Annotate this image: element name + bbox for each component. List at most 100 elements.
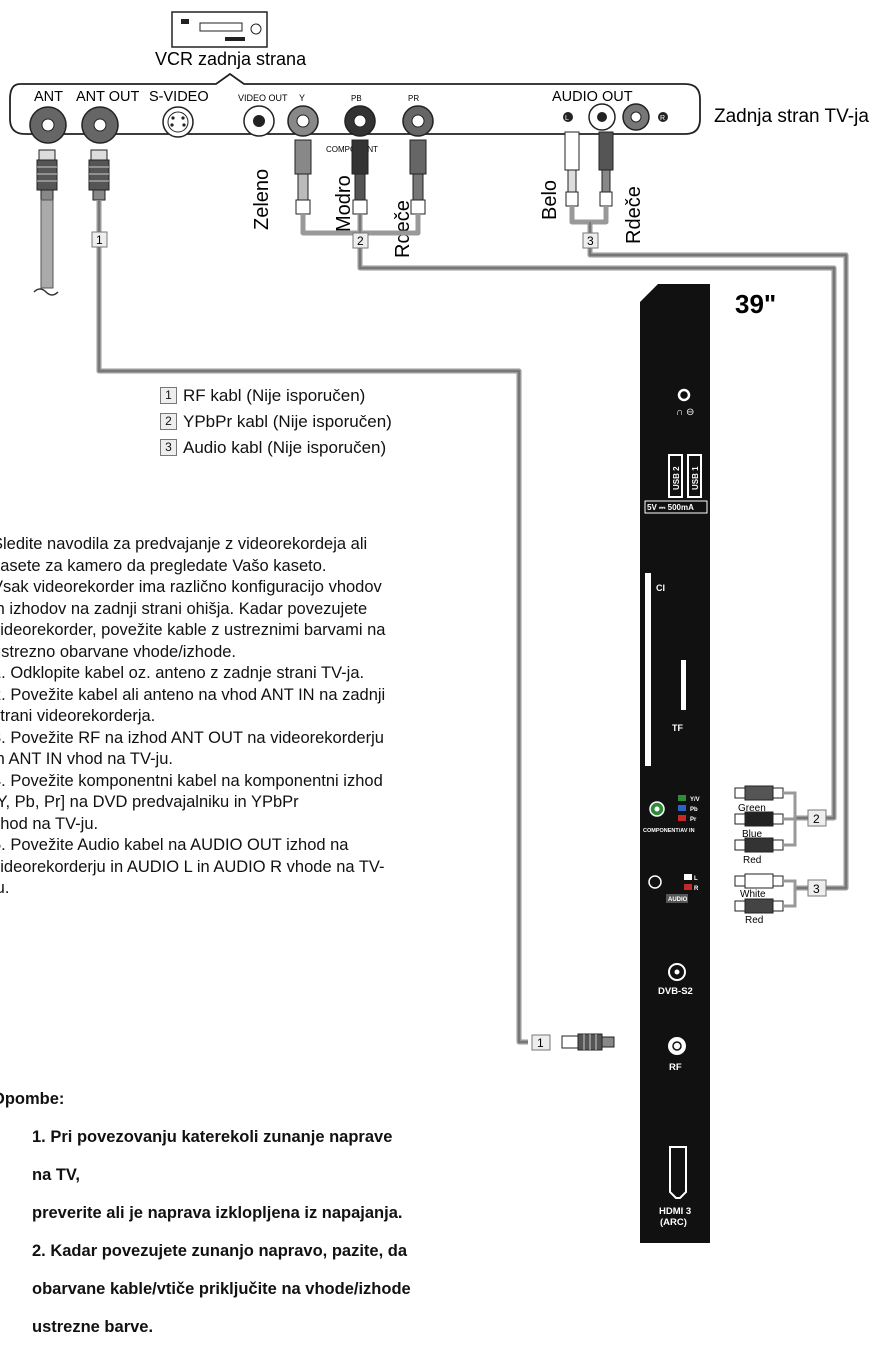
instruction-line: strani videorekorderja. xyxy=(0,707,156,725)
instruction-line: Sledite navodila za predvajanje z videor… xyxy=(0,535,368,553)
ci-label: CI xyxy=(656,583,665,593)
cable-label-rdece-2: Rdeče xyxy=(623,186,645,244)
instruction-line: vhod na TV-ju. xyxy=(0,814,99,833)
instruction-line: kasete za kamero da pregledate Vašo kase… xyxy=(0,556,327,575)
notes-title: Opombe: xyxy=(0,1089,65,1108)
svg-text:5V ⎓ 500mA: 5V ⎓ 500mA xyxy=(647,503,694,512)
svg-text:1: 1 xyxy=(96,233,103,247)
vcr-y-label: Y xyxy=(299,93,305,103)
component-plugs xyxy=(294,139,427,215)
tv-component-plugs xyxy=(734,785,797,853)
instruction-line: ju. xyxy=(0,879,10,897)
cable-label-modro: Modro xyxy=(333,175,355,232)
instruction-line: [Y, Pb, Pr] na DVD predvajalniku in YPbP… xyxy=(0,793,299,811)
svg-text:USB 1: USB 1 xyxy=(691,466,700,490)
callout-3-side: 3 xyxy=(807,879,827,897)
rf-plug-ant-out xyxy=(88,149,110,201)
vcr-y-port xyxy=(287,105,319,137)
legend-text: Audio kabl (Nije isporučen) xyxy=(183,437,387,457)
vcr-ant-out-port xyxy=(81,106,119,144)
svg-text:(ARC): (ARC) xyxy=(660,1217,687,1228)
notes: Opombe: 1. Pri povezovanju katerekoli zu… xyxy=(0,1072,512,1355)
hdmi-port: HDMI 3 (ARC) xyxy=(659,1146,691,1228)
vcr-ant-port xyxy=(29,106,67,144)
vcr-pb-label: PB xyxy=(351,94,362,103)
legend-item: 3 Audio kabl (Nije isporučen) xyxy=(160,434,392,460)
instructions: Sledite navodila za predvajanje z videor… xyxy=(0,534,502,900)
vcr-audio-l-port: L xyxy=(563,103,616,131)
svg-text:Pb: Pb xyxy=(690,807,698,813)
tv-back-label: Zadnja stran TV-ja xyxy=(714,106,869,127)
vcr-video-out-label: VIDEO OUT xyxy=(238,93,288,103)
callout-3-top: 3 xyxy=(582,232,599,249)
note-line: obarvane kable/vtiče priključite na vhod… xyxy=(32,1279,411,1298)
callout-1-bottom: 1 xyxy=(531,1034,551,1051)
rf-port: RF xyxy=(668,1037,686,1073)
legend-num: 1 xyxy=(160,386,177,404)
instruction-line: 2. Povežite kabel ali anteno na vhod ANT… xyxy=(0,685,386,704)
svg-text:R: R xyxy=(660,115,665,122)
svg-text:L: L xyxy=(565,115,569,122)
instruction-line: 1. Odklopite kabel oz. anteno z zadnje s… xyxy=(0,664,365,682)
svg-text:DVB-S2: DVB-S2 xyxy=(658,986,693,997)
tv-cable-red-2: Red xyxy=(745,915,763,926)
note-line: ustrezne barve. xyxy=(32,1317,154,1336)
svg-text:3: 3 xyxy=(813,882,820,896)
callout-2-side: 2 xyxy=(807,809,827,827)
svg-text:L: L xyxy=(694,876,698,882)
tv-side-panel xyxy=(640,284,710,1243)
instruction-line: in ANT IN vhod na TV-ju. xyxy=(0,750,173,768)
vcr-ant-out-label: ANT OUT xyxy=(76,89,140,105)
svg-text:Pr: Pr xyxy=(690,817,697,823)
headphone-jack-icon: ∩ ⊖ xyxy=(676,388,694,418)
ci-slot xyxy=(645,573,651,766)
legend-item: 1 RF kabl (Nije isporučen) xyxy=(160,382,392,408)
instruction-line: videorekorderju in AUDIO L in AUDIO R vh… xyxy=(0,857,385,876)
tv-cable-green: Green xyxy=(738,803,766,814)
legend-text: YPbPr kabl (Nije isporučen) xyxy=(183,411,392,431)
vcr-svideo-label: S-VIDEO xyxy=(149,89,209,105)
instruction-line: in izhodov na zadnji strani ohišja. Kada… xyxy=(0,599,368,618)
svg-text:HDMI 3: HDMI 3 xyxy=(659,1206,691,1217)
connection-diagram: VCR zadnja strana ANT ANT OUT S-VIDEO VI… xyxy=(9,11,869,1243)
note-line: 1. Pri povezovanju katerekoli zunanje na… xyxy=(32,1127,393,1146)
cable-legend: 1 RF kabl (Nije isporučen) 2 YPbPr kabl … xyxy=(160,382,392,460)
instruction-line: 4. Povežite komponentni kabel na kompone… xyxy=(0,771,383,790)
vcr-pb-port xyxy=(344,105,376,137)
component-av-port: Y/V Pb Pr COMPONENT/AV IN xyxy=(643,795,700,834)
vcr-pr-label: PR xyxy=(408,94,419,103)
audio-plugs xyxy=(564,131,614,207)
usb-ports: USB 2 USB 1 5V ⎓ 500mA xyxy=(644,454,708,514)
svg-text:RF: RF xyxy=(669,1062,682,1073)
tv-cable-white: White xyxy=(740,889,766,900)
antenna-cable xyxy=(40,199,54,289)
legend-text: RF kabl (Nije isporučen) xyxy=(183,385,366,405)
tf-slot xyxy=(681,660,686,710)
cable-label-belo: Belo xyxy=(539,180,561,220)
legend-num: 2 xyxy=(160,412,177,430)
svg-text:∩ ⊖: ∩ ⊖ xyxy=(676,407,694,418)
callout-2-top: 2 xyxy=(352,232,369,249)
vcr-audio-out-label: AUDIO OUT xyxy=(552,89,633,105)
tv-cable-red-1: Red xyxy=(743,855,761,866)
note-line: 2. Kadar povezujete zunanjo napravo, paz… xyxy=(32,1241,408,1260)
rf-plug-ant xyxy=(36,149,58,201)
svg-text:2: 2 xyxy=(357,234,364,248)
svg-text:R: R xyxy=(694,886,699,892)
vcr-svideo-port xyxy=(162,106,194,138)
tv-size-label: 39" xyxy=(735,289,776,319)
note-line: na TV, xyxy=(32,1165,80,1184)
tf-label: TF xyxy=(672,723,683,733)
audio-in-port: L R AUDIO xyxy=(648,874,699,903)
instruction-line: ustrezno obarvane vhode/izhode. xyxy=(0,642,237,661)
cable-label-rdece-1: Rdeče xyxy=(392,200,414,258)
svg-text:1: 1 xyxy=(537,1036,544,1050)
svg-text:2: 2 xyxy=(813,812,820,826)
instruction-line: videorekorder, povežite kable z ustrezni… xyxy=(0,621,386,639)
rf-plug-tv xyxy=(561,1033,615,1051)
cable-label-zeleno: Zeleno xyxy=(251,169,273,230)
legend-num: 3 xyxy=(160,438,177,456)
svg-text:COMPONENT/AV IN: COMPONENT/AV IN xyxy=(643,828,695,834)
svg-text:AUDIO: AUDIO xyxy=(668,897,688,903)
instruction-line: 5. Povežite Audio kabel na AUDIO OUT izh… xyxy=(0,836,349,854)
